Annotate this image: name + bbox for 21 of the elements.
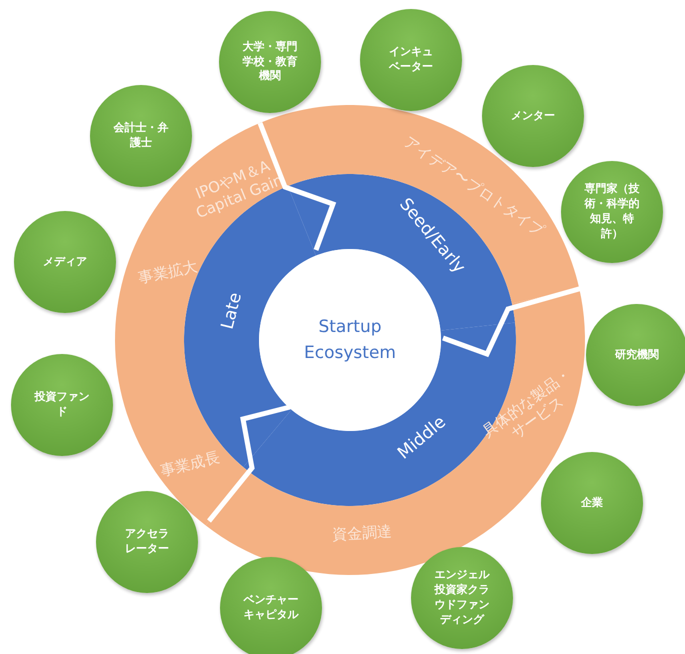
- circle-label: メディア: [42, 254, 88, 270]
- stakeholder-circle: [541, 452, 643, 554]
- segment-label: 具体的な製品・サービス: [478, 364, 576, 444]
- circle-label: アクセラレーター: [124, 527, 170, 557]
- circle-label: 大学・専門学校・教育機関: [242, 40, 298, 84]
- circle-label: ベンチャーキャピタル: [242, 593, 300, 623]
- segment-label: 事業成長: [158, 447, 222, 482]
- circle-label: インキュベーター: [388, 45, 434, 75]
- circle-label: エンジェル投資家クラウドファンディング: [433, 568, 490, 628]
- circle-label: 専門家（技術・科学的知見、特許）: [583, 182, 640, 242]
- stakeholder-circle: [586, 304, 685, 406]
- circle-label: 企業: [580, 496, 604, 510]
- segment-label: 資金調達: [330, 521, 394, 545]
- circle-label: 投資ファンド: [33, 390, 90, 420]
- circle-label: 研究機関: [614, 348, 660, 362]
- circle-label: メンター: [510, 108, 556, 124]
- segment-label: Late: [216, 290, 247, 334]
- circle-label: 会計士・弁護士: [112, 121, 170, 151]
- stakeholder-circle: [561, 161, 663, 263]
- segment-label: 事業拡大: [136, 256, 200, 290]
- center-label: Startup Ecosystem: [303, 316, 397, 365]
